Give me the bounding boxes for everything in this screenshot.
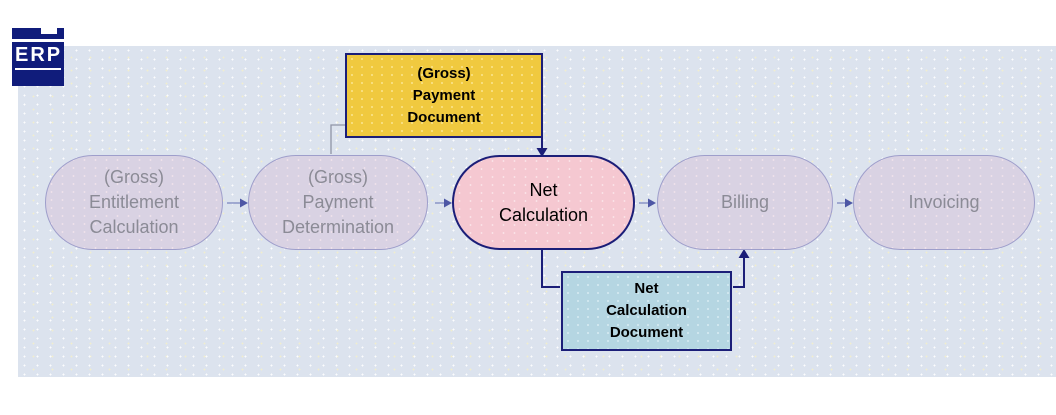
erp-logo-label: ERP — [15, 44, 61, 70]
step-gross-entitlement-calculation: (Gross) Entitlement Calculation — [45, 155, 223, 250]
step-gross-payment-determination: (Gross) Payment Determination — [248, 155, 428, 250]
doc-net-calculation-document: Net Calculation Document — [561, 271, 732, 351]
step-billing: Billing — [657, 155, 833, 250]
step-invoicing: Invoicing — [853, 155, 1035, 250]
erp-logo: ERP — [12, 28, 64, 86]
erp-logo-notch — [41, 28, 57, 34]
erp-logo-divider — [12, 39, 64, 42]
step-net-calculation: Net Calculation — [452, 155, 635, 250]
doc-gross-payment-document: (Gross) Payment Document — [345, 53, 543, 138]
